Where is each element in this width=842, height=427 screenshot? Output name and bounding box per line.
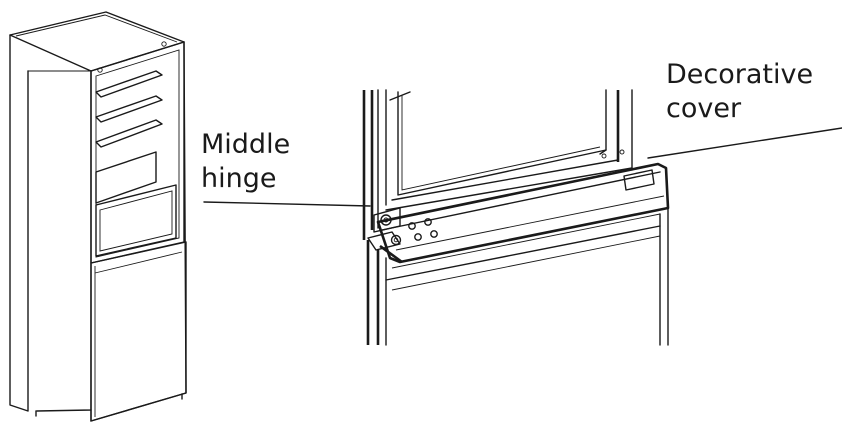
drawer-upper <box>95 151 157 204</box>
fridge-side <box>9 34 29 412</box>
cover-slot <box>623 169 655 191</box>
decorative-cover-label-line2: cover <box>666 93 742 124</box>
hinge-detail-view <box>362 89 670 346</box>
middle-hinge-label: Middle hinge <box>201 128 290 196</box>
shelf-2 <box>95 95 163 123</box>
middle-hinge-label-line2: hinge <box>201 163 277 194</box>
refrigerator-overview <box>9 11 187 422</box>
middle-hinge-leader <box>203 201 371 207</box>
shelf-3 <box>95 119 163 148</box>
door-frame-band <box>391 159 619 201</box>
crisper-drawer <box>95 184 177 257</box>
decorative-cover-leader <box>647 127 842 159</box>
middle-hinge-label-line1: Middle <box>201 129 291 160</box>
fridge-top <box>9 11 185 72</box>
freezer-door <box>90 241 187 422</box>
decorative-cover-label: Decorative cover <box>666 58 813 126</box>
fridge-compartment <box>90 41 185 264</box>
shelf-1 <box>95 70 163 98</box>
decorative-cover-label-line1: Decorative <box>666 59 814 90</box>
